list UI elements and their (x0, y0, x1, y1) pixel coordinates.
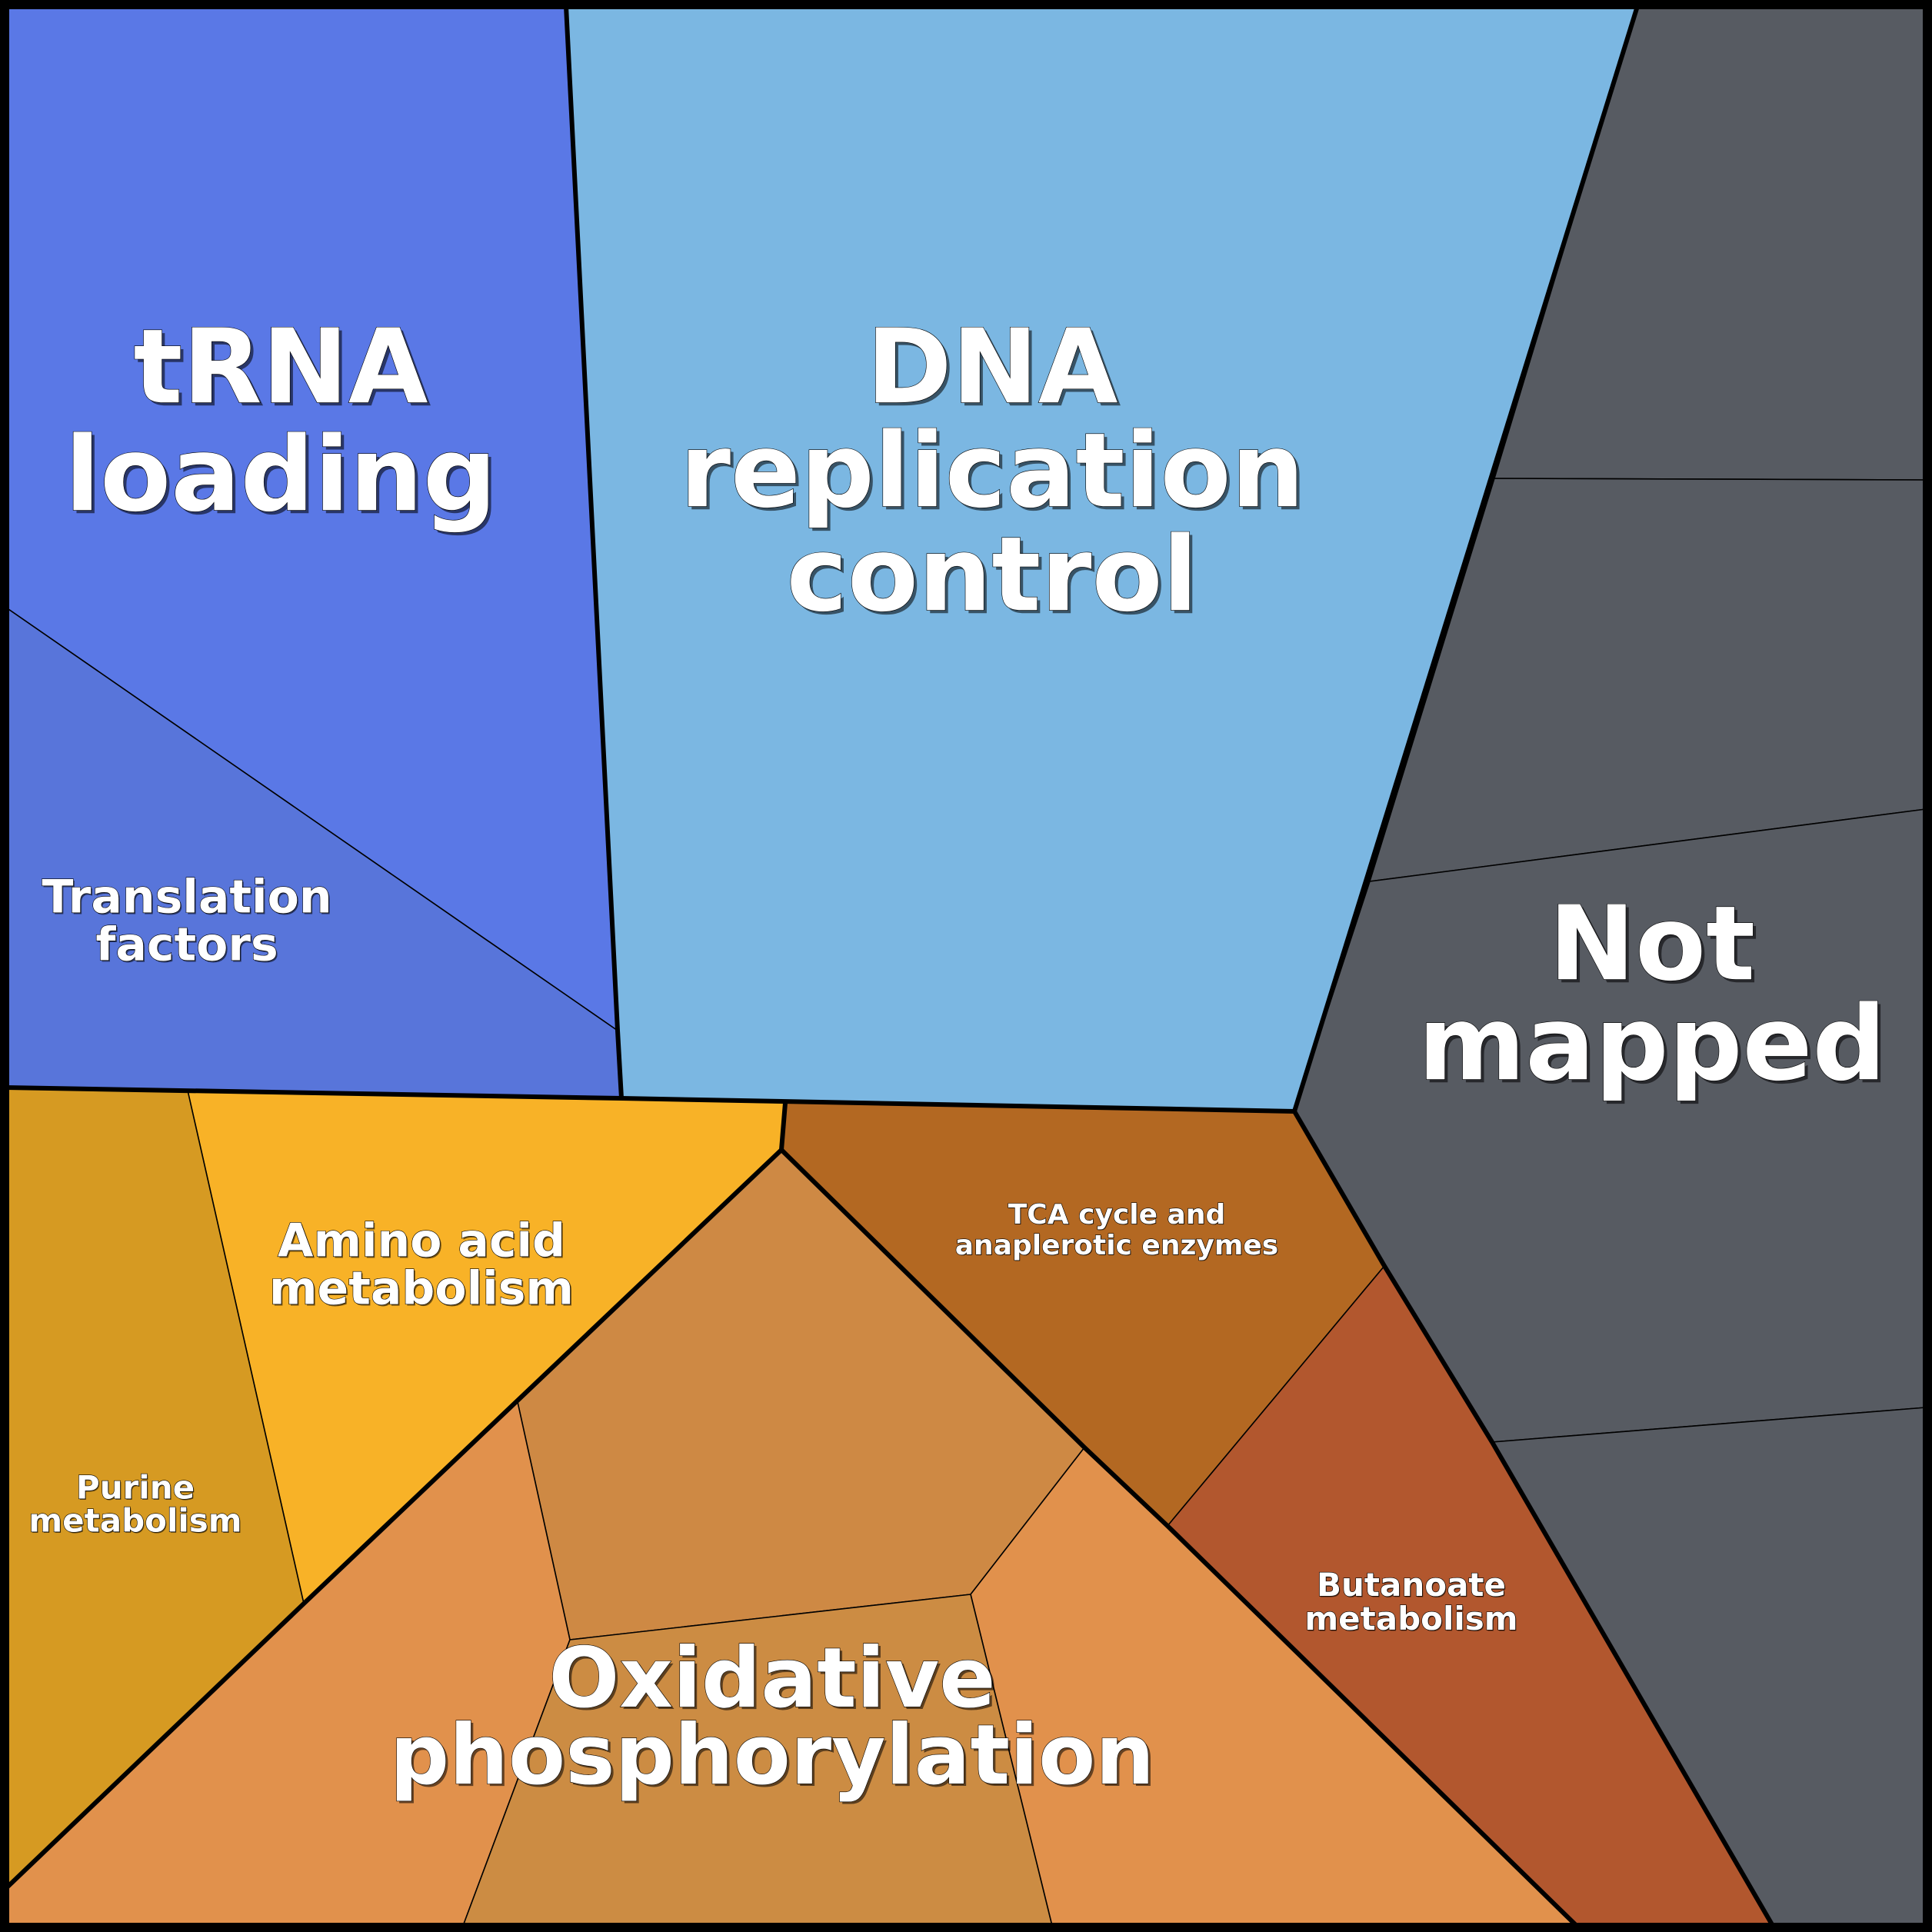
group-borders (4, 5, 1775, 1928)
label-line: mapped (1418, 984, 1887, 1104)
label-line: factors (95, 918, 278, 972)
label-shadow: TCA cycle and (1009, 1200, 1227, 1231)
label-line: metabolism (1304, 1600, 1517, 1637)
label-shadow: Purine (77, 1470, 195, 1507)
label-oxphos-bottom: OxidativeOxidativephosphorylationphospho… (389, 1630, 1157, 1806)
label-shadow: DNA (869, 310, 1121, 430)
label-line: anaplerotic enzymes (955, 1230, 1278, 1261)
group-border-line (1292, 1110, 1775, 1927)
label-shadow: Translation (43, 871, 333, 925)
label-line: DNA (866, 307, 1118, 427)
cells-layer (5, 5, 1927, 1927)
label-shadow: phosphorylation (392, 1710, 1157, 1806)
label-line: Amino acid (278, 1214, 565, 1268)
label-shadow: replication (683, 414, 1307, 534)
label-line: tRNA (133, 307, 428, 427)
label-shadow: Amino acid (279, 1215, 567, 1269)
label-line: phosphorylation (390, 1707, 1154, 1804)
label-shadow: metabolism (271, 1263, 575, 1317)
label-line: Purine (76, 1469, 195, 1507)
label-line: TCA cycle and (1008, 1199, 1226, 1231)
group-border-line (564, 5, 624, 1099)
label-shadow: mapped (1421, 987, 1890, 1107)
label-line: Butanoate (1317, 1566, 1506, 1604)
group-border-line (5, 1085, 1295, 1114)
label-line: metabolism (28, 1502, 242, 1540)
label-shadow: tRNA (136, 310, 431, 430)
label-shadow: anaplerotic enzymes (956, 1231, 1279, 1262)
label-shadow: metabolism (1306, 1601, 1519, 1638)
label-line: replication (680, 411, 1304, 531)
label-line: loading (65, 415, 497, 535)
label-shadow: Oxidative (551, 1633, 998, 1729)
group-border-line (1292, 5, 1640, 1112)
labels-layer: tRNAtRNAloadingloadingTranslationTransla… (28, 307, 1890, 1806)
label-shadow: factors (97, 919, 279, 973)
label-shadow: Butanoate (1317, 1567, 1507, 1604)
label-line: control (786, 515, 1198, 635)
label-shadow: control (790, 518, 1201, 638)
label-dna-replication-control: DNADNAreplicationreplicationcontrolcontr… (679, 307, 1307, 638)
group-border-line (4, 1148, 1579, 1928)
label-line: Not (1549, 884, 1755, 1004)
group-border-line (779, 1102, 788, 1151)
label-line: Translation (42, 871, 331, 924)
label-shadow: Not (1552, 887, 1758, 1007)
label-line: metabolism (269, 1262, 574, 1316)
label-shadow: metabolism (30, 1503, 243, 1541)
label-line: Oxidative (549, 1631, 996, 1727)
label-shadow: loading (68, 418, 500, 538)
